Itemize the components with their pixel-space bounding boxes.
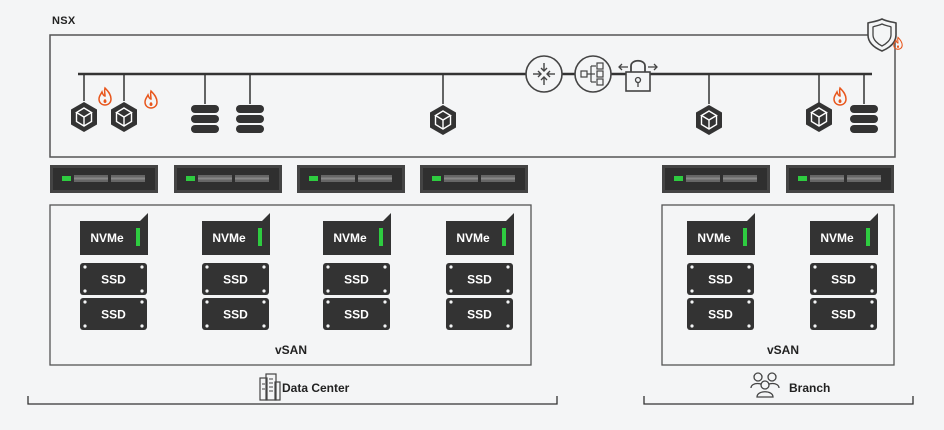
ssd-drive: SSD (202, 263, 269, 295)
ssd-drive: SSD (810, 263, 877, 295)
nsx-title: NSX (52, 15, 76, 27)
data-center-label: Data Center (282, 381, 350, 395)
ssd-drive: SSD (446, 263, 513, 295)
security-shield-icon (867, 18, 903, 52)
nvme-drive: NVMe (323, 213, 391, 255)
ssd-label: SSD (223, 308, 248, 322)
nsx-frame (49, 34, 896, 158)
ssd-drive: SSD (323, 263, 390, 295)
ssd-drive: SSD (80, 263, 147, 295)
ssd-label: SSD (101, 273, 126, 287)
data-center-bracket (27, 396, 558, 405)
nvme-label: NVMe (333, 231, 367, 245)
branch-label: Branch (789, 381, 831, 395)
nvme-label: NVMe (212, 231, 246, 245)
ssd-label: SSD (831, 273, 856, 287)
vsan-label-datacenter: vSAN (275, 343, 308, 357)
building-icon (259, 373, 281, 401)
ssd-drive: SSD (80, 298, 147, 330)
nvme-drive: NVMe (446, 213, 514, 255)
ssd-label: SSD (223, 273, 248, 287)
nvme-drive: NVMe (687, 213, 755, 255)
ssd-label: SSD (831, 308, 856, 322)
ssd-label: SSD (344, 308, 369, 322)
nvme-drive: NVMe (810, 213, 878, 255)
ssd-drive: SSD (687, 263, 754, 295)
ssd-drive: SSD (687, 298, 754, 330)
nvme-drive: NVMe (80, 213, 148, 255)
vsan-frame-datacenter (49, 204, 532, 366)
ssd-label: SSD (467, 273, 492, 287)
vpn-lock-icon (618, 59, 658, 92)
ssd-drive: SSD (202, 298, 269, 330)
ssd-drive: SSD (323, 298, 390, 330)
load-balancer-icon (574, 55, 612, 93)
users-icon (750, 372, 780, 398)
ssd-label: SSD (708, 308, 733, 322)
ssd-label: SSD (344, 273, 369, 287)
nvme-label: NVMe (697, 231, 731, 245)
router-icon (525, 55, 563, 93)
vsan-label-branch: vSAN (767, 343, 800, 357)
branch-bracket (643, 396, 914, 405)
nvme-drive: NVMe (202, 213, 270, 255)
ssd-drive: SSD (810, 298, 877, 330)
nvme-label: NVMe (90, 231, 124, 245)
ssd-label: SSD (708, 273, 733, 287)
ssd-drive: SSD (446, 298, 513, 330)
ssd-label: SSD (467, 308, 492, 322)
vsan-frame-branch (661, 204, 895, 366)
nvme-label: NVMe (820, 231, 854, 245)
nvme-label: NVMe (456, 231, 490, 245)
ssd-label: SSD (101, 308, 126, 322)
